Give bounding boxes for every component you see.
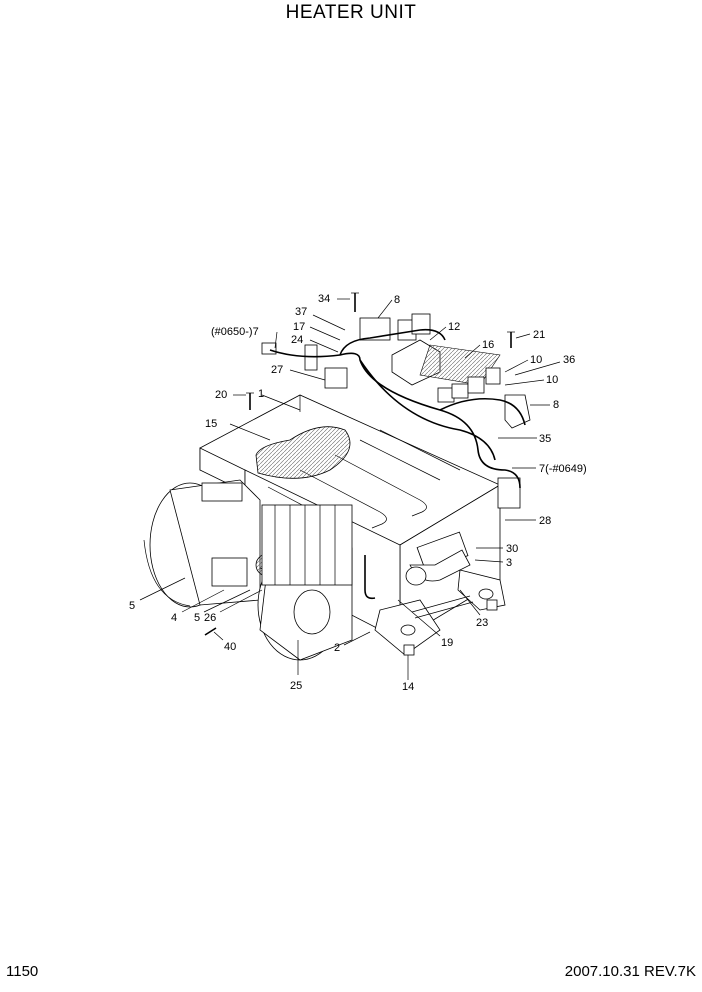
callout-40: 40 <box>224 641 236 653</box>
callout-8: 8 <box>394 294 400 306</box>
page-title: HEATER UNIT <box>285 2 417 23</box>
callout-36: 36 <box>563 354 575 366</box>
callout-34: 34 <box>318 293 330 305</box>
callout-21: 21 <box>533 329 545 341</box>
callout-15: 15 <box>205 418 217 430</box>
callout-20: 20 <box>215 389 227 401</box>
callout-0650-7: (#0650-)7 <box>211 326 259 338</box>
callout-24: 24 <box>291 334 303 346</box>
callout-14: 14 <box>402 681 414 693</box>
callout-27: 27 <box>271 364 283 376</box>
callout-2: 2 <box>334 642 340 654</box>
callout-19: 19 <box>441 637 453 649</box>
bolts <box>204 292 515 636</box>
callout-5: 5 <box>194 612 200 624</box>
callout-4: 4 <box>171 612 177 624</box>
callout-30: 30 <box>506 543 518 555</box>
relay-units <box>261 313 531 509</box>
heater-motor <box>405 531 471 586</box>
revision-date: 2007.10.31 REV.7K <box>564 963 696 980</box>
callout-12: 12 <box>448 321 460 333</box>
blower-left <box>149 479 261 608</box>
callout-3: 3 <box>506 557 512 569</box>
callout-17: 17 <box>293 321 305 333</box>
louvre-grille <box>261 504 353 586</box>
callout-35: 35 <box>539 433 551 445</box>
callout-1: 1 <box>258 388 264 400</box>
callout-37: 37 <box>295 306 307 318</box>
callout-28: 28 <box>539 515 551 527</box>
page-number: 1150 <box>6 963 39 980</box>
callout-26: 26 <box>204 612 216 624</box>
mounting-brackets <box>374 569 506 656</box>
callout-10: 10 <box>530 354 542 366</box>
callout-8: 8 <box>553 399 559 411</box>
callout-25: 25 <box>290 680 302 692</box>
callout-23: 23 <box>476 617 488 629</box>
wire-harness <box>269 349 521 489</box>
callout-16: 16 <box>482 339 494 351</box>
callout-10: 10 <box>546 374 558 386</box>
callout-labels: 34 8 37 12 21 (#0650-)7 17 24 16 10 36 1… <box>129 293 587 693</box>
callout-0649-7: 7(-#0649) <box>539 463 587 475</box>
callout-5: 5 <box>129 600 135 612</box>
filter-panel <box>255 426 351 479</box>
leader-lines <box>139 298 561 680</box>
